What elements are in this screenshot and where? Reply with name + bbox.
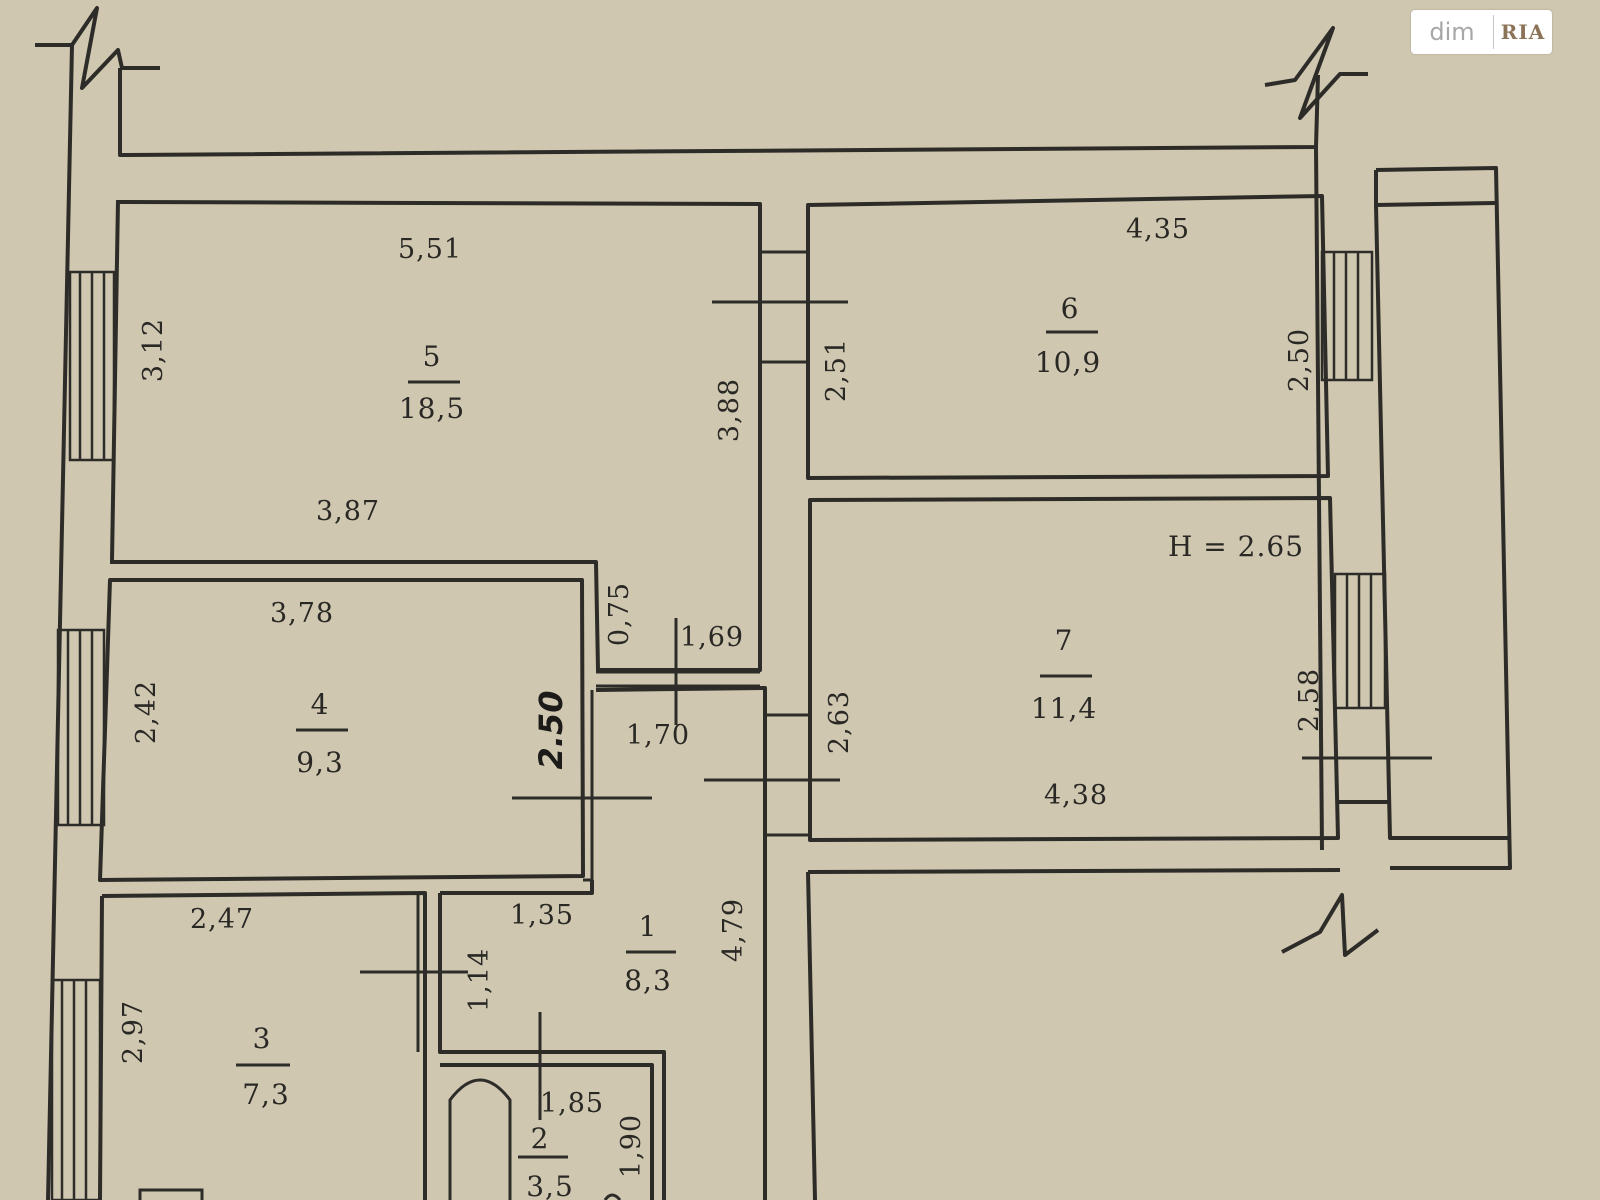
dim-room3-top: 2,47 — [190, 904, 254, 935]
dim-room5-right: 3,88 — [714, 378, 745, 442]
room-5-walls — [110, 200, 762, 672]
dim-room2-right: 1,90 — [616, 1114, 647, 1178]
watermark-divider — [1493, 15, 1494, 49]
dim-passage-length: 1,69 — [680, 622, 744, 653]
watermark-right-text: RIA — [1500, 20, 1546, 44]
section-marks — [360, 300, 1432, 1120]
dim-room6-top: 4,35 — [1126, 214, 1190, 245]
room-2-area: 3,5 — [526, 1170, 574, 1200]
balcony-walls — [1375, 166, 1512, 870]
room-4-number: 4 — [311, 688, 330, 721]
room-3-walls — [101, 891, 427, 1200]
dim-room1-top: 1,35 — [510, 900, 574, 931]
watermark-logo: dim RIA — [1411, 10, 1552, 54]
room-4-area: 9,3 — [296, 746, 344, 779]
wall-break-top-right — [1264, 26, 1368, 120]
dim-passage-width: 0,75 — [604, 582, 635, 646]
room-6-walls — [806, 194, 1330, 480]
dim-room5-top: 5,51 — [398, 234, 462, 265]
dim-room6-right: 2,50 — [1284, 328, 1315, 392]
room-6-area: 10,9 — [1035, 346, 1101, 379]
dimension-labels: 5,51 3,12 3,87 3,88 4,35 2,51 2,50 3,78 … — [118, 214, 1325, 1178]
dim-room1-right: 4,79 — [718, 898, 749, 962]
room-5-area: 18,5 — [399, 392, 465, 425]
dim-room7-left: 2,63 — [824, 690, 855, 754]
room-3-area: 7,3 — [242, 1078, 290, 1111]
room-1-walls — [595, 686, 767, 1200]
dim-room3-left: 2,97 — [118, 1000, 149, 1064]
dim-room7-bottom: 4,38 — [1044, 780, 1108, 811]
dim-room1-niche: 1,14 — [464, 948, 495, 1012]
dim-room4-left: 2,42 — [131, 680, 162, 744]
room-1-area: 8,3 — [624, 964, 672, 997]
wall-break-top-left — [35, 6, 160, 90]
bathtub — [448, 1078, 512, 1200]
room-2-number: 2 — [531, 1122, 550, 1155]
ceiling-height-label: H = 2.65 — [1168, 530, 1304, 563]
fraction-lines — [236, 330, 1098, 1159]
kitchen-fixture — [138, 1188, 204, 1200]
wall-break-bottom-right — [1281, 893, 1380, 957]
windows — [50, 250, 1387, 1200]
dim-room5-bottom: 3,87 — [316, 496, 380, 527]
room-1-number: 1 — [639, 910, 658, 943]
window-room-3 — [50, 978, 102, 1200]
room-3-number: 3 — [253, 1022, 272, 1055]
watermark-left-text: dim — [1429, 18, 1475, 46]
dim-corridor-top: 1,70 — [626, 720, 690, 751]
dim-room7-right: 2,58 — [1294, 668, 1325, 732]
dim-room4-top: 3,78 — [270, 598, 334, 629]
dim-room2-top: 1,85 — [540, 1088, 604, 1119]
room-labels: 5 18,5 6 10,9 4 9,3 7 11,4 1 8,3 3 7,3 2… — [242, 292, 1101, 1200]
room-7-walls — [808, 496, 1340, 842]
room-7-area: 11,4 — [1031, 692, 1097, 725]
room-7-number: 7 — [1055, 624, 1074, 657]
room-2-walls — [440, 1063, 654, 1200]
handwritten-note: 2.50 — [532, 691, 570, 770]
room-5-number: 5 — [423, 340, 442, 373]
dim-room5-left: 3,12 — [138, 318, 169, 382]
dim-room6-left: 2,51 — [821, 338, 852, 402]
room-6-number: 6 — [1061, 292, 1080, 325]
